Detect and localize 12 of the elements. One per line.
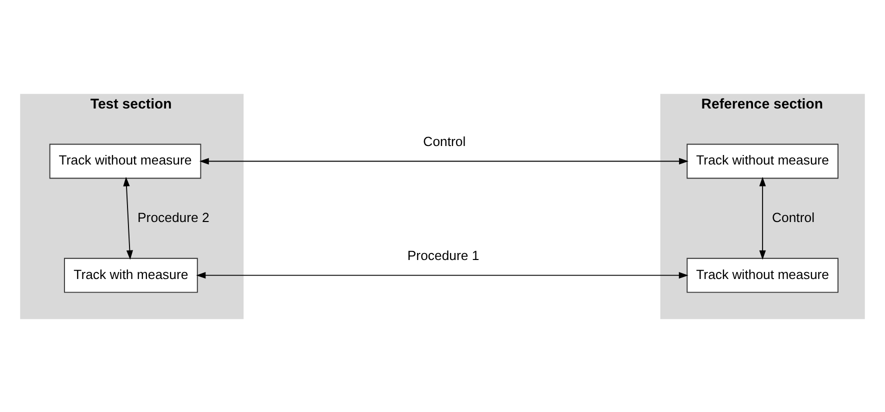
node-box: Track without measure	[686, 257, 838, 292]
edge-label: Procedure 2	[138, 210, 210, 225]
node-box: Track with measure	[64, 257, 198, 292]
edge-label: Procedure 1	[407, 247, 480, 262]
edge-label: Control	[772, 210, 815, 225]
node-box: Track without measure	[49, 143, 202, 178]
node-box: Track without measure	[686, 143, 838, 178]
edge-label: Control	[423, 133, 466, 148]
arrow	[123, 176, 134, 260]
arrow	[759, 176, 766, 260]
arrow	[196, 272, 688, 278]
arrow	[199, 157, 688, 164]
